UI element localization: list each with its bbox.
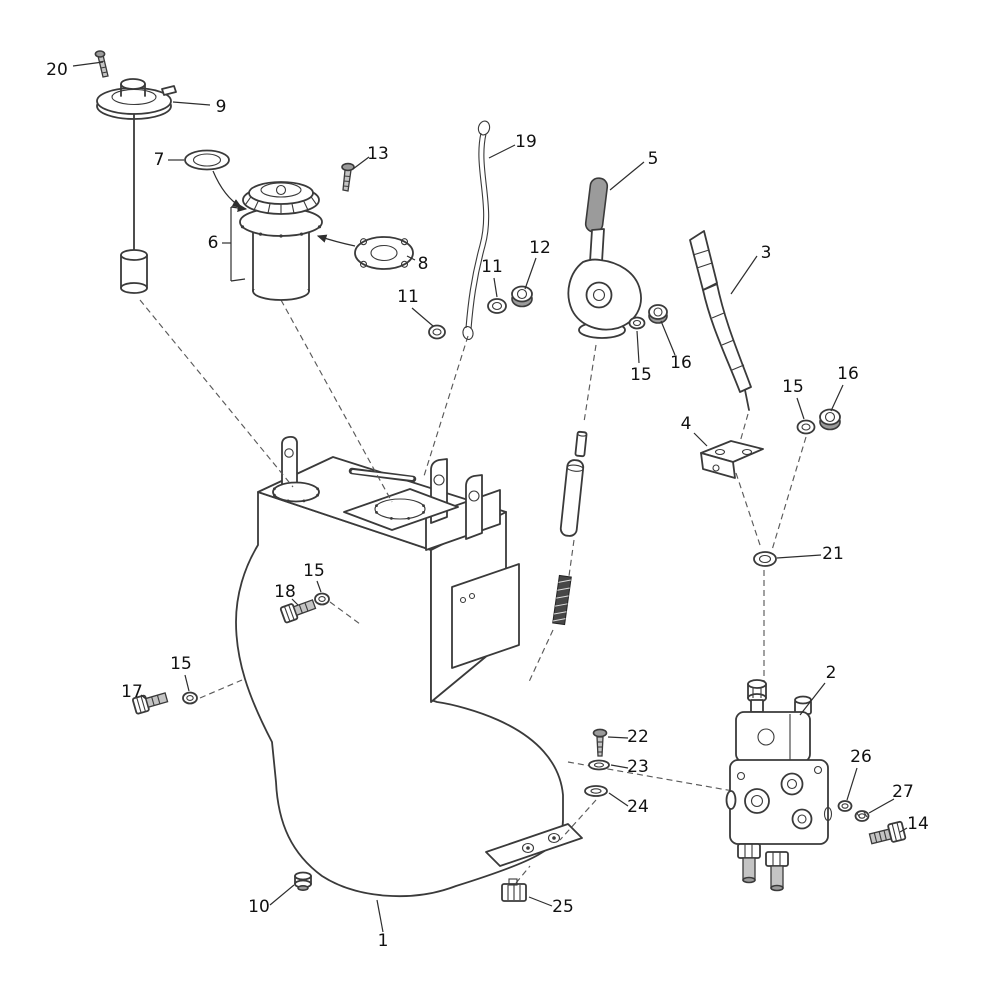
washer-11a [487,298,507,314]
leader-lines [72,61,908,933]
sender-screw [94,50,109,78]
callout-16a: 16 [670,353,692,373]
washer-15c [314,592,330,606]
washer-15d [182,691,198,705]
callout-8: 8 [418,254,429,274]
callout-27: 27 [892,782,914,802]
washer-15a [628,316,646,330]
callout-4: 4 [681,414,692,434]
screw-22 [592,728,608,757]
callout-15c: 15 [303,561,325,581]
cable-clamp [501,878,527,902]
nut-16b [819,408,841,431]
callout-15b: 15 [782,377,804,397]
bolt-14 [868,820,907,845]
callout-21: 21 [822,544,844,564]
fuel-level-sender [96,78,177,294]
control-lever [552,177,642,626]
mounting-bracket [700,440,764,479]
cable-tie-wire [462,120,491,341]
washer-24 [584,785,608,797]
callout-13: 13 [367,144,389,164]
callout-11a: 11 [481,257,503,277]
hydraulic-tank [235,435,583,898]
callout-11b: 11 [397,287,419,307]
callout-10: 10 [248,897,270,917]
screw-13 [341,162,355,192]
callout-15d: 15 [170,654,192,674]
dipstick-hose [689,230,752,411]
filler-cap-filter [239,181,323,301]
callout-19: 19 [515,132,537,152]
callout-labels: 20 9 7 13 19 5 6 3 8 11 12 11 15 16 15 1… [46,60,929,951]
callout-1: 1 [378,931,389,951]
callout-2: 2 [826,663,837,683]
bolt-18 [279,599,317,624]
callout-22: 22 [627,727,649,747]
washer-26 [837,800,853,812]
flange-gasket [354,236,414,270]
washer-11b [428,324,446,340]
threaded-rod-end [552,574,572,626]
callout-5: 5 [648,149,659,169]
callout-26: 26 [850,747,872,767]
drain-plug [294,871,312,891]
callout-7: 7 [154,150,165,170]
washer-15b [796,419,816,435]
callout-24: 24 [627,797,649,817]
callout-16b: 16 [837,364,859,384]
callout-14: 14 [907,814,929,834]
callout-3: 3 [761,243,772,263]
callout-12: 12 [529,238,551,258]
sealing-ring [184,149,230,171]
nut-21 [753,551,777,567]
bolt-17 [131,692,169,715]
callout-17: 17 [121,682,143,702]
callout-15a: 15 [630,365,652,385]
assembly-guide-lines [139,299,807,884]
callout-23: 23 [627,757,649,777]
nut-12 [511,285,533,308]
control-valve [725,679,833,892]
callout-6: 6 [208,233,219,253]
lock-washer-27 [854,810,870,822]
callout-20: 20 [46,60,68,80]
callout-9: 9 [216,97,227,117]
washer-23 [588,759,610,771]
nut-16a [648,304,668,324]
callout-18: 18 [274,582,296,602]
callout-25: 25 [552,897,574,917]
